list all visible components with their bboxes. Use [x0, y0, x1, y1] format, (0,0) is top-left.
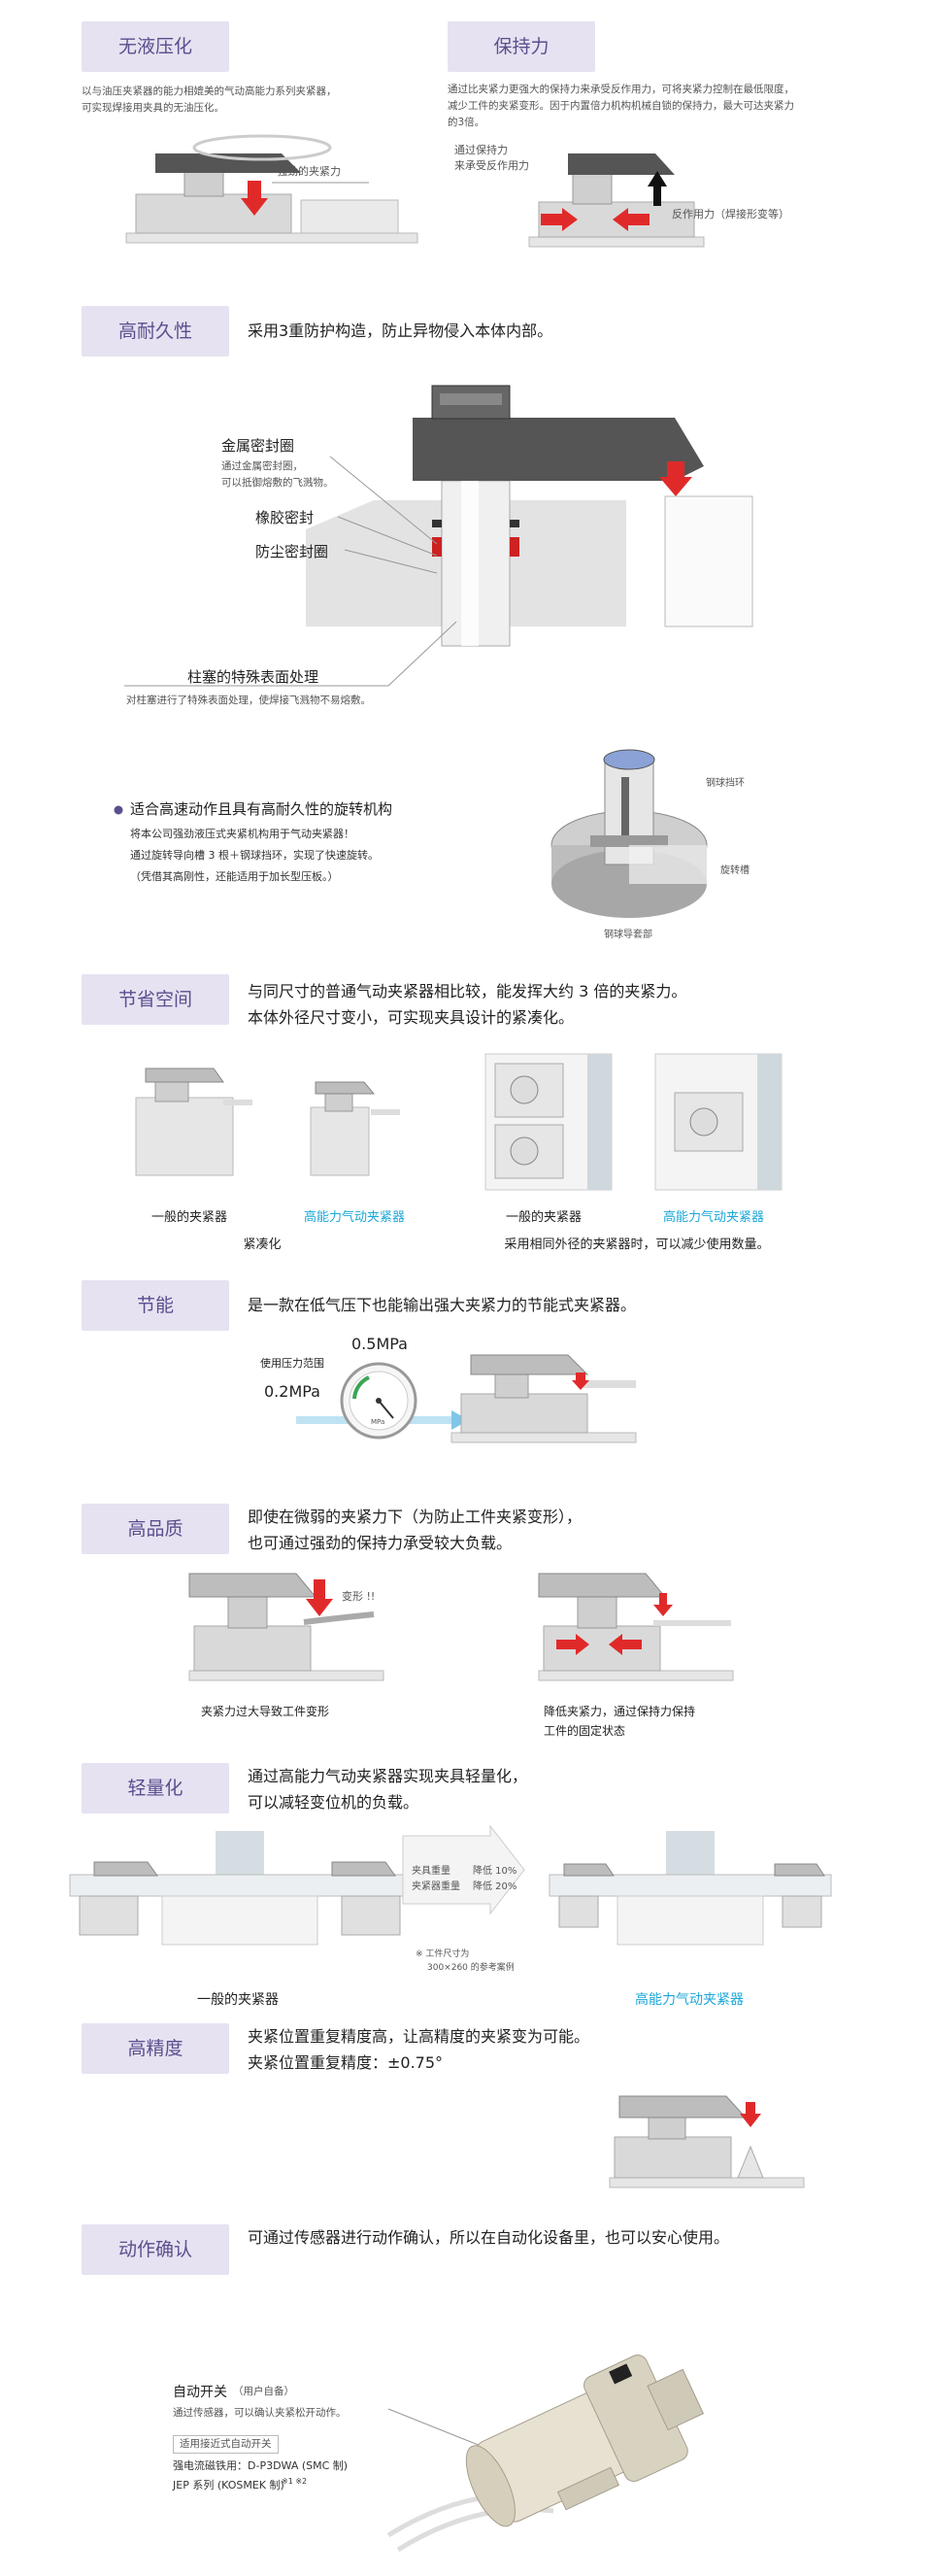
switch-model-2: JEP 系列 (KOSMEK 制) [173, 2479, 284, 2491]
space-cap-high-2: 高能力气动夹紧器 [662, 1210, 764, 1225]
switch-model-1: 强电流磁铁用：D-P3DWA (SMC 制) [173, 2459, 349, 2472]
durability-leader-lines [124, 456, 457, 687]
reaction-label: 反作用力（焊接形变等） [672, 208, 789, 220]
rotation-line-2: 通过旋转导向槽 3 根＋钢球挡环，实现了快速旋转。 [130, 849, 379, 862]
groove-label: 旋转槽 [720, 865, 750, 876]
quality-cap-right-1: 降低夹紧力，通过保持力保持 [544, 1705, 696, 1718]
rubber-seal-label: 橡胶密封 [255, 509, 315, 526]
light-cap-general: 一般的夹紧器 [197, 1992, 279, 2008]
durability-head: 采用3重防护构造，防止异物侵入本体内部。 [248, 322, 553, 340]
badge-precision: 高精度 [82, 2023, 229, 2074]
holding-desc-3: 的3倍。 [448, 117, 485, 128]
rotation-mechanism-illustration [550, 749, 708, 918]
ball-guide-label: 钢球导套部 [604, 930, 652, 940]
space-sub-right: 采用相同外径的夹紧器时，可以减少使用数量。 [504, 1237, 770, 1252]
badge-no-hydraulic: 无液压化 [82, 21, 229, 72]
pressure-gauge-icon [296, 1362, 469, 1440]
light-foot-1: ※ 工件尺寸为 [416, 1949, 470, 1959]
light-head-2: 可以减轻变位机的负载。 [248, 1793, 419, 1812]
space-head-2: 本体外径尺寸变小，可实现夹具设计的紧凑化。 [248, 1008, 575, 1027]
space-sub-left: 紧凑化 [243, 1237, 282, 1252]
precision-head-2: 夹紧位置重复精度：±0.75° [248, 2053, 444, 2072]
switch-title: 自动开关 [173, 2385, 227, 2400]
rod-surface-note: 对柱塞进行了特殊表面处理，使焊接飞溅物不易熔敷。 [126, 695, 371, 706]
quality-head-1: 即使在微弱的夹紧力下（为防止工件夹紧变形）， [248, 1508, 583, 1526]
force-label: 强劲的夹紧力 [277, 165, 341, 178]
space-head-1: 与同尺寸的普通气动夹紧器相比较，能发挥大约 3 倍的夹紧力。 [248, 982, 687, 1000]
holding-illustration [528, 153, 705, 248]
metal-seal-note-1: 通过金属密封圈， [221, 460, 303, 472]
pressure-high: 0.5MPa [351, 1335, 408, 1353]
metal-seal-note-2: 可以抵御熔敷的飞溅物。 [221, 477, 334, 489]
holding-desc-1: 通过比夹紧力更强大的保持力来承受反作用力，可将夹紧力控制在最低限度， [448, 84, 794, 95]
rotation-head: 适合高速动作且具有高耐久性的旋转机构 [130, 800, 393, 818]
space-general-clamp [135, 1068, 252, 1176]
deform-label: 变形 !! [342, 1590, 376, 1603]
sensor-clamp-illustration [386, 2355, 705, 2553]
badge-energy: 节能 [82, 1280, 229, 1331]
holding-label-1: 通过保持力 [454, 144, 508, 156]
switch-model-2-note: ※1 ※2 [282, 2477, 308, 2486]
gauge-unit: MPa [371, 1418, 385, 1426]
durability-illustration [306, 385, 753, 647]
space-high-clamp [310, 1081, 400, 1176]
light-row1-label: 夹具重量 [412, 1866, 450, 1877]
space-general-layout [484, 1053, 613, 1191]
light-cap-high: 高能力气动夹紧器 [635, 1992, 744, 2008]
space-high-layout [654, 1053, 783, 1191]
space-cap-high: 高能力气动夹紧器 [303, 1210, 405, 1225]
light-foot-2: 300×260 的参考案例 [427, 1963, 515, 1973]
dust-seal-label: 防尘密封圈 [255, 543, 329, 560]
precision-head-1: 夹紧位置重复精度高，让高精度的夹紧变为可能。 [248, 2027, 590, 2046]
badge-holding: 保持力 [448, 21, 595, 72]
switch-box-label: 适用接近式自动开关 [173, 2435, 279, 2454]
pressure-range-label: 使用压力范围 [260, 1357, 324, 1370]
light-general-fixture [69, 1831, 411, 1946]
badge-space: 节省空间 [82, 974, 229, 1025]
rotation-bullet-icon [114, 805, 123, 815]
light-high-fixture [549, 1831, 832, 1946]
quality-deform-illustration [188, 1573, 384, 1681]
metal-seal-label: 金属密封圈 [221, 437, 295, 455]
confirm-head: 可通过传感器进行动作确认，所以在自动化设备里，也可以安心使用。 [248, 2228, 730, 2247]
badge-light: 轻量化 [82, 1763, 229, 1813]
rotation-line-1: 将本公司强劲液压式夹紧机构用于气动夹紧器！ [130, 828, 354, 840]
space-cap-general-2: 一般的夹紧器 [505, 1210, 582, 1225]
no-hydraulic-desc-2: 可实现焊接用夹具的无油压化。 [82, 102, 224, 114]
switch-sub: （用户自备） [233, 2386, 294, 2397]
light-row2-label: 夹紧器重量 [412, 1881, 460, 1892]
badge-confirm: 动作确认 [82, 2224, 229, 2275]
rotation-line-3: （凭借其高刚性，还能适用于加长型压板。） [130, 870, 339, 883]
quality-hold-illustration [538, 1573, 734, 1681]
holding-desc-2: 减少工件的夹紧变形。因于内置倍力机构机械自锁的保持力，最大可达夹紧力 [448, 100, 794, 112]
light-head-1: 通过高能力气动夹紧器实现夹具轻量化， [248, 1767, 528, 1785]
quality-cap-left: 夹紧力过大导致工件变形 [201, 1705, 330, 1718]
light-row1-value: 降低 10% [473, 1866, 517, 1877]
light-row2-value: 降低 20% [473, 1881, 517, 1892]
space-cap-general: 一般的夹紧器 [150, 1210, 227, 1225]
ball-ring-label: 钢球挡环 [706, 778, 745, 789]
energy-head: 是一款在低气压下也能输出强大夹紧力的节能式夹紧器。 [248, 1296, 637, 1314]
badge-quality: 高品质 [82, 1504, 229, 1554]
pressure-low: 0.2MPa [264, 1382, 320, 1401]
precision-clamp-illustration [609, 2095, 805, 2188]
rod-surface-label: 柱塞的特殊表面处理 [187, 668, 319, 686]
no-hydraulic-illustration [125, 134, 418, 244]
energy-clamp-illustration [450, 1354, 637, 1443]
quality-head-2: 也可通过强劲的保持力承受较大负载。 [248, 1534, 513, 1552]
quality-cap-right-2: 工件的固定状态 [544, 1724, 626, 1738]
switch-desc: 通过传感器，可以确认夹紧松开动作。 [173, 2407, 347, 2419]
holding-label-2: 来承受反作用力 [454, 159, 529, 172]
badge-durability: 高耐久性 [82, 306, 229, 356]
light-arrow-icon [402, 1824, 525, 1915]
no-hydraulic-desc-1: 以与油压夹紧器的能力相媲美的气动高能力系列夹紧器， [82, 85, 337, 97]
